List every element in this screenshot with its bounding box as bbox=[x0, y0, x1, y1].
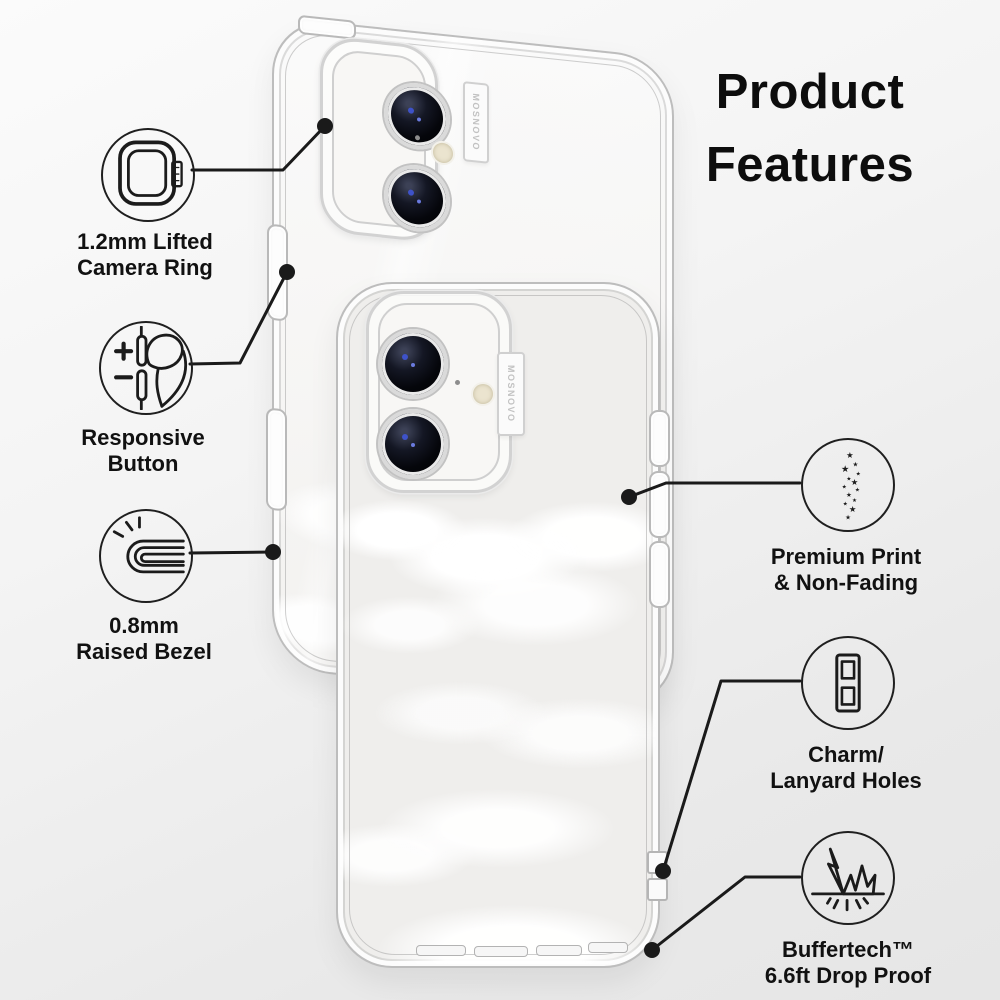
speaker-slot bbox=[588, 942, 628, 953]
label-line: Raised Bezel bbox=[76, 639, 212, 664]
mic-hole bbox=[415, 135, 420, 141]
title-line-2: Features bbox=[705, 138, 915, 192]
lens-glint bbox=[408, 189, 414, 196]
lens-glint bbox=[402, 434, 408, 440]
page-title: Product Features bbox=[655, 56, 965, 202]
svg-text:★: ★ bbox=[843, 501, 848, 508]
label-line: Buffertech™ bbox=[781, 937, 914, 962]
title-line-1: Product bbox=[715, 65, 905, 119]
callout-label-camera-ring: 1.2mm Lifted Camera Ring bbox=[40, 229, 250, 281]
phone-case-front: MOSNOVO bbox=[336, 282, 670, 968]
svg-text:★: ★ bbox=[845, 514, 851, 522]
label-line: Camera Ring bbox=[77, 255, 213, 280]
label-line: 0.8mm bbox=[109, 613, 179, 638]
lanyard-hole bbox=[647, 851, 668, 874]
callout-circle-charm-holes bbox=[801, 636, 895, 730]
svg-text:★: ★ bbox=[853, 460, 859, 468]
callout-circle-buffertech bbox=[801, 831, 895, 925]
lanyard-hole bbox=[647, 878, 668, 901]
speaker-slot bbox=[536, 945, 582, 956]
callout-circle-responsive-button bbox=[99, 321, 193, 415]
callout-label-premium-print: Premium Print & Non-Fading bbox=[735, 544, 957, 596]
label-line: Premium Print bbox=[770, 544, 922, 569]
callout-circle-raised-bezel bbox=[99, 509, 193, 603]
power-button bbox=[649, 410, 670, 467]
volume-button-upper bbox=[267, 223, 288, 322]
label-line: 1.2mm Lifted bbox=[77, 229, 213, 254]
label-line: Charm/ bbox=[808, 742, 884, 767]
volume-button-lower bbox=[266, 407, 287, 512]
label-line: 6.6ft Drop Proof bbox=[764, 963, 932, 988]
flash bbox=[473, 384, 493, 404]
svg-text:★: ★ bbox=[851, 477, 859, 487]
brand-kickstand-tab: MOSNOVO bbox=[463, 81, 489, 164]
svg-text:★: ★ bbox=[852, 497, 857, 504]
callout-circle-premium-print: ★★ ★★ ★★ ★★ ★★ ★★ ★ bbox=[801, 438, 895, 532]
svg-text:★: ★ bbox=[855, 487, 860, 494]
label-line: Responsive bbox=[81, 425, 205, 450]
lens-glint bbox=[417, 199, 421, 204]
plus-minus-finger-icon bbox=[114, 326, 188, 410]
svg-text:★: ★ bbox=[856, 471, 861, 478]
camera-module-back: MOSNOVO bbox=[320, 35, 489, 244]
sparkle-stars-icon: ★★ ★★ ★★ ★★ ★★ ★★ ★ bbox=[841, 450, 861, 522]
lens-glint bbox=[417, 117, 421, 122]
label-line: Button bbox=[107, 451, 179, 476]
lens-glint bbox=[411, 443, 415, 447]
callout-circle-camera-ring bbox=[101, 128, 195, 222]
side-button bbox=[649, 471, 670, 538]
camera-module-front: MOSNOVO bbox=[366, 291, 525, 493]
lens-glint bbox=[411, 363, 415, 367]
leader-line-raised-bezel bbox=[188, 550, 275, 555]
lens-glint bbox=[408, 107, 414, 114]
svg-text:★: ★ bbox=[846, 450, 854, 460]
lanyard-holes-icon bbox=[835, 653, 861, 713]
svg-text:★: ★ bbox=[846, 475, 851, 482]
lens-glint bbox=[402, 354, 408, 360]
port-slot bbox=[474, 946, 528, 957]
svg-text:★: ★ bbox=[842, 484, 847, 491]
callout-label-responsive-button: Responsive Button bbox=[38, 425, 248, 477]
svg-text:★: ★ bbox=[841, 464, 849, 475]
label-line: Lanyard Holes bbox=[770, 768, 922, 793]
speaker-slot bbox=[416, 945, 466, 956]
camera-lens bbox=[378, 409, 448, 479]
mic-hole bbox=[455, 380, 460, 385]
callout-label-charm-holes: Charm/ Lanyard Holes bbox=[735, 742, 957, 794]
raised-bezel-icon bbox=[112, 516, 185, 574]
side-button bbox=[649, 541, 670, 608]
svg-text:★: ★ bbox=[849, 504, 857, 514]
brand-kickstand-tab: MOSNOVO bbox=[497, 352, 525, 436]
callout-label-buffertech: Buffertech™ 6.6ft Drop Proof bbox=[737, 937, 959, 989]
label-line: & Non-Fading bbox=[773, 570, 919, 595]
svg-text:★: ★ bbox=[846, 491, 852, 499]
impact-drop-icon bbox=[811, 847, 885, 912]
camera-ring-icon bbox=[118, 140, 183, 206]
callout-label-raised-bezel: 0.8mm Raised Bezel bbox=[38, 613, 250, 665]
camera-lens bbox=[378, 329, 448, 399]
